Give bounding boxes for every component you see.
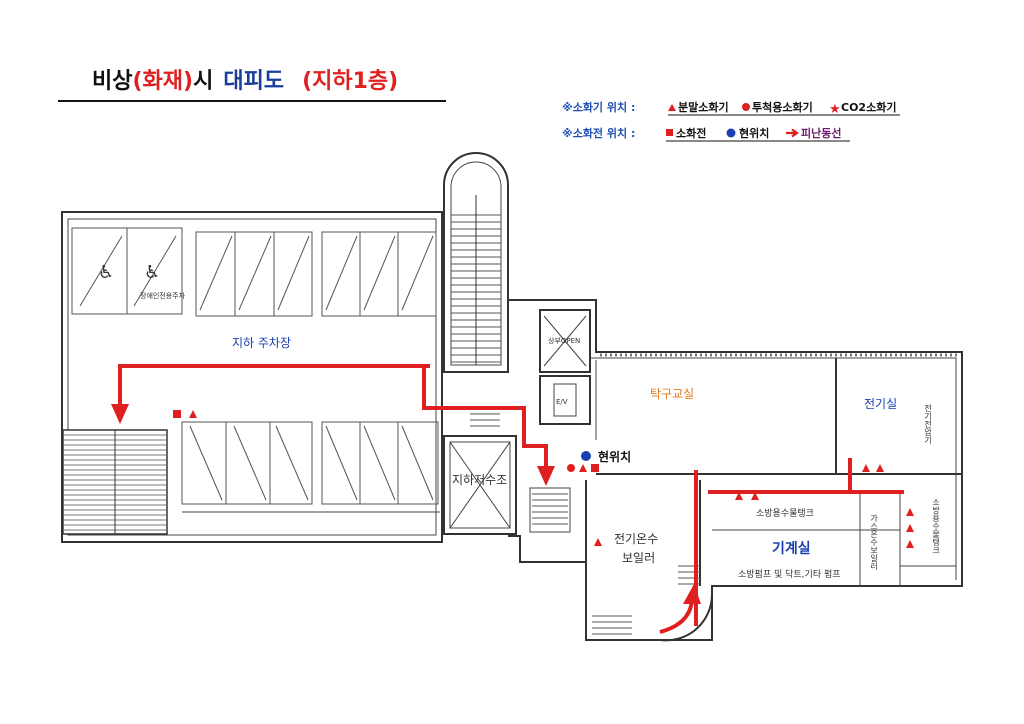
legend-route: 피난동선: [801, 126, 841, 140]
legend: ※소화기 위치 : 분말소화기 투척용소화기 ★ CO2소화기 ※소화전 위치 …: [562, 100, 900, 142]
electrical-room-label: 전기실: [864, 397, 897, 411]
powder-extinguisher-icon: [594, 538, 602, 546]
table-tennis-label: 탁구교실: [650, 387, 694, 401]
powder-extinguisher-icon: [906, 508, 914, 516]
powder-extinguisher-icon: [751, 492, 759, 500]
current-location-icon: [726, 128, 736, 138]
route-parking-west: [118, 364, 430, 408]
shaft-label: 상부OPEN: [548, 336, 580, 345]
boiler-label-line2: 보일러: [622, 551, 655, 565]
hydrant-icon: [666, 129, 673, 136]
title-emergency: 비상: [92, 69, 132, 94]
legend-current: 현위치: [739, 126, 769, 140]
machine-room-label: 기계실: [772, 541, 811, 557]
parking-area: ♿ ♿ 장애인전용주차 지하 주차장: [61, 211, 443, 543]
legend-hydrant: 소화전: [676, 126, 706, 140]
route-exit-curve: [659, 599, 694, 634]
hydrant-icon: [173, 410, 181, 418]
parking-inner-wall: [67, 218, 437, 536]
stair-tower: [443, 152, 509, 427]
title-when: 시: [193, 69, 213, 94]
bottom-parking-slots: [181, 421, 440, 513]
elevator-label: E/V: [556, 398, 568, 406]
gas-boiler-label: 가스온수보일러: [869, 514, 878, 571]
legend-powder: 분말소화기: [678, 100, 729, 114]
powder-extinguisher-icon: [579, 464, 587, 472]
route-arrowhead: [537, 466, 555, 486]
powder-extinguisher-icon: [735, 492, 743, 500]
fire-water-tank-side-label: 소방용수물탱크: [931, 498, 940, 554]
disabled-parking-label: 장애인전용주차: [140, 291, 186, 300]
legend-throw: 투척용소화기: [752, 100, 813, 114]
fire-equipment-markers: [173, 410, 914, 548]
parking-label: 지하 주차장: [232, 336, 291, 350]
powder-extinguisher-icon: [906, 524, 914, 532]
top-parking-slots: ♿ ♿ 장애인전용주차: [71, 227, 437, 317]
legend-hydrant-heading: ※소화전 위치 :: [562, 126, 635, 140]
boiler-label-line1: 전기온수: [614, 532, 658, 546]
throw-extinguisher-icon: [567, 464, 575, 472]
evacuation-routes: [111, 364, 904, 634]
throw-extinguisher-icon: [742, 103, 750, 111]
title-fire: (화재): [132, 69, 193, 94]
transformer-label: 전기전압기: [923, 403, 932, 445]
pump-note-label: 소방펌프 및 닥트,기타 펌프: [738, 568, 841, 580]
powder-extinguisher-icon: [876, 464, 884, 472]
powder-extinguisher-icon: [862, 464, 870, 472]
route-core-south: [422, 366, 548, 472]
co2-extinguisher-icon: ★: [829, 102, 841, 117]
wheelchair-icon: ♿: [98, 262, 114, 283]
title-group: 비상(화재)시 대피도 (지하1층): [58, 69, 446, 102]
route-arrowhead: [111, 404, 129, 424]
wheelchair-icon: ♿: [144, 262, 160, 283]
legend-extinguisher-heading: ※소화기 위치 :: [562, 100, 635, 114]
current-position-label: 현위치: [598, 449, 631, 464]
route-arrowhead: [683, 584, 701, 604]
hydrant-icon: [591, 464, 599, 472]
fire-water-tank-label: 소방용수물탱크: [756, 508, 814, 519]
route-arrow-icon: [786, 128, 799, 138]
legend-co2: CO2소화기: [841, 100, 896, 114]
center-stairs: [529, 487, 571, 533]
powder-extinguisher-icon: [906, 540, 914, 548]
east-wing: [508, 299, 963, 642]
underground-tank-label: 지하저수조: [452, 473, 507, 487]
title-floor: (지하1층): [302, 69, 398, 94]
current-location-icon: [581, 451, 591, 461]
parking-ramp: [62, 429, 168, 535]
shaft-and-elevator: 상부OPEN E/V: [539, 309, 591, 425]
powder-extinguisher-icon: [189, 410, 197, 418]
underground-tank: 지하저수조: [443, 435, 517, 535]
parking-outer-wall: [61, 211, 443, 543]
title-evac-map: 대피도: [223, 69, 284, 94]
powder-extinguisher-icon: [668, 104, 676, 111]
